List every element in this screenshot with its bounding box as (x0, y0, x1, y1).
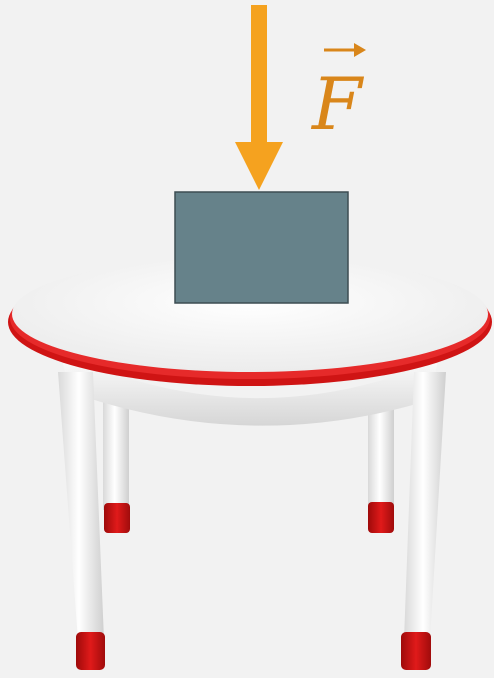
force-arrow (235, 5, 283, 190)
back-right-foot (368, 502, 394, 533)
front-left-leg (58, 372, 104, 640)
front-right-leg (404, 372, 446, 640)
table-back-legs (103, 395, 394, 533)
table-top (12, 256, 488, 372)
front-left-foot (76, 632, 105, 670)
block (174, 191, 349, 304)
front-right-foot (401, 632, 431, 670)
back-left-leg (103, 395, 129, 510)
vector-arrow-icon (324, 43, 366, 57)
table-apron (60, 352, 438, 426)
force-label: F (312, 62, 362, 146)
force-arrow-head (235, 142, 283, 190)
table-front-legs (58, 372, 446, 670)
force-arrow-shaft (251, 5, 267, 145)
back-left-foot (104, 503, 130, 533)
